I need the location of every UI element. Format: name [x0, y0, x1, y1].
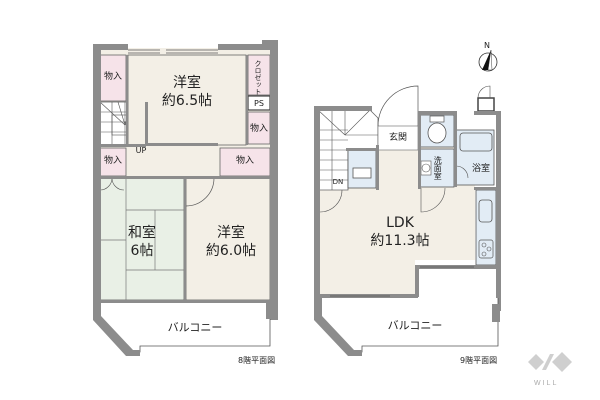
stair-up-label: UP	[135, 146, 147, 155]
floor8-plan	[93, 40, 278, 356]
balcony-label: バルコニー	[167, 321, 223, 334]
western-room-2-name: 洋室	[217, 225, 245, 241]
ldk-size: 約11.3帖	[370, 233, 430, 249]
japanese-room-name: 和室	[128, 225, 156, 241]
compass-icon	[478, 49, 498, 72]
floor8-caption: 8階平面図	[238, 356, 276, 365]
japanese-room-size: 6帖	[130, 243, 154, 259]
washroom-label: 洗面室	[433, 156, 443, 180]
storage-label: 物入	[103, 72, 122, 82]
balcony-label: バルコニー	[387, 319, 443, 332]
western-room-1-name: 洋室	[173, 75, 201, 91]
storage-label: 物入	[235, 156, 254, 166]
floor9-plan	[314, 85, 501, 356]
entrance-label: 玄関	[388, 133, 407, 143]
bathroom-label: 浴室	[471, 164, 490, 174]
western-room-2-size: 約6.0帖	[205, 243, 257, 259]
floor9-caption: 9階平面図	[460, 356, 498, 365]
ps-label: PS	[254, 99, 264, 108]
will-logo-icon	[528, 352, 572, 372]
western-room-1-size: 約6.5帖	[161, 93, 213, 109]
compass-north-label: N	[484, 41, 490, 50]
closet-label: クロゼット	[254, 60, 263, 95]
logo-text: WILL	[534, 380, 559, 387]
ldk-name: LDK	[386, 215, 414, 231]
storage-label: 物入	[103, 156, 122, 166]
stair-down-label: DN	[332, 178, 344, 186]
storage-label: 物入	[249, 124, 268, 134]
